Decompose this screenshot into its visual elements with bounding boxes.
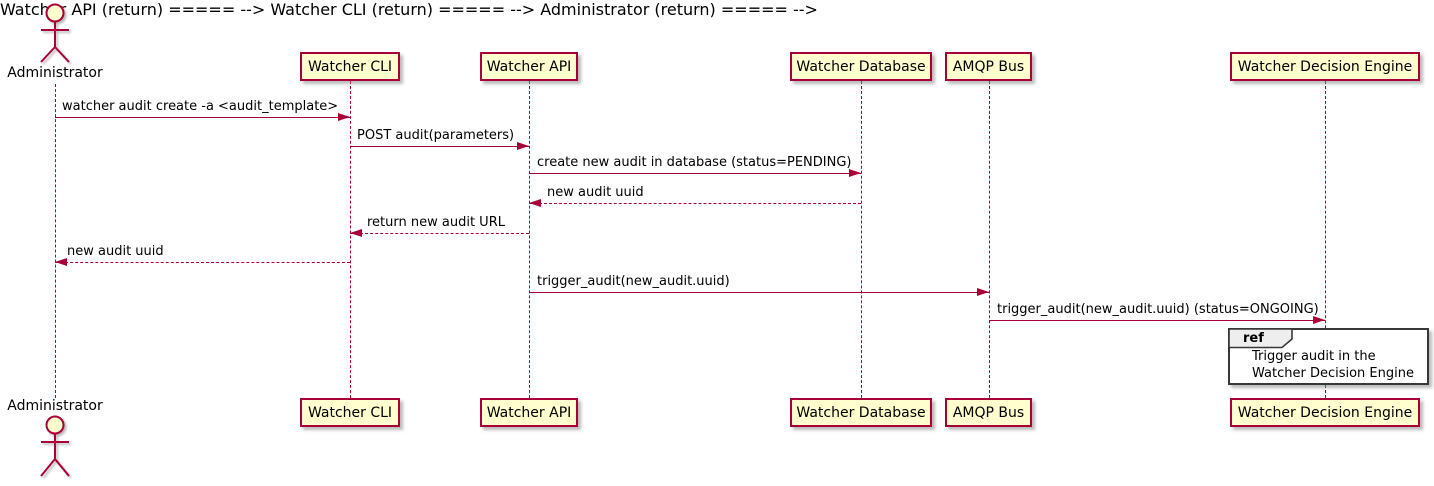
message-label: new audit uuid: [67, 244, 164, 259]
ref-text-line-2: Watcher Decision Engine: [1252, 366, 1414, 381]
actor-administrator-label-top: Administrator: [7, 65, 103, 81]
ref-tab-icon: [1228, 328, 1293, 349]
lifeline-watcher-cli: [349, 81, 351, 398]
message-label: POST audit(parameters): [357, 128, 515, 143]
message-label: create new audit in database (status=PEN…: [537, 155, 852, 170]
participant-watcher-api-bottom: Watcher API: [480, 398, 578, 427]
arrowhead-icon: [1313, 315, 1325, 324]
arrowhead-icon: [849, 168, 861, 177]
participant-watcher-cli-top: Watcher CLI: [300, 52, 400, 81]
message-line: [55, 117, 350, 118]
participant-watcher-cli-bottom: Watcher CLI: [300, 398, 400, 427]
message-line: [529, 173, 861, 174]
ref-fragment: ref Trigger audit in the Watcher Decisio…: [1228, 328, 1429, 385]
arrowhead-icon: [55, 257, 67, 266]
participant-watcher-decision-engine-bottom: Watcher Decision Engine: [1230, 398, 1420, 427]
participant-amqp-bus-bottom: AMQP Bus: [945, 398, 1032, 427]
lifeline-amqp-bus: [988, 81, 990, 398]
message-line: [55, 262, 350, 263]
participant-watcher-database-top: Watcher Database: [790, 52, 932, 81]
message-line: [350, 146, 529, 147]
message-label: watcher audit create -a <audit_template>: [62, 99, 339, 114]
message-label: trigger_audit(new_audit.uuid): [537, 274, 730, 289]
arrowhead-icon: [977, 287, 989, 296]
participant-watcher-api-top: Watcher API: [480, 52, 578, 81]
ref-text-line-1: Trigger audit in the: [1252, 349, 1376, 364]
arrowhead-icon: [338, 112, 350, 121]
message-line: [350, 233, 529, 234]
message-label: return new audit URL: [367, 215, 505, 230]
arrowhead-icon: [350, 228, 362, 237]
lifeline-watcher-api: [528, 81, 530, 398]
actor-administrator-label-bottom: Administrator: [7, 398, 103, 414]
message-label: new audit uuid: [547, 185, 644, 200]
message-label: trigger_audit(new_audit.uuid) (status=ON…: [997, 302, 1319, 317]
participant-watcher-database-bottom: Watcher Database: [790, 398, 932, 427]
actor-icon: [40, 3, 70, 63]
arrowhead-icon: [529, 198, 541, 207]
actor-icon: [40, 415, 70, 477]
participant-watcher-decision-engine-top: Watcher Decision Engine: [1230, 52, 1420, 81]
message-line: [529, 203, 861, 204]
message-line: [529, 292, 989, 293]
ref-keyword: ref: [1243, 331, 1264, 346]
participant-amqp-bus-top: AMQP Bus: [945, 52, 1032, 81]
lifeline-watcher-decision-engine: [1324, 81, 1326, 398]
lifeline-watcher-database: [860, 81, 862, 398]
lifeline-administrator: [54, 84, 56, 398]
arrowhead-icon: [517, 141, 529, 150]
message-line: [989, 320, 1325, 321]
